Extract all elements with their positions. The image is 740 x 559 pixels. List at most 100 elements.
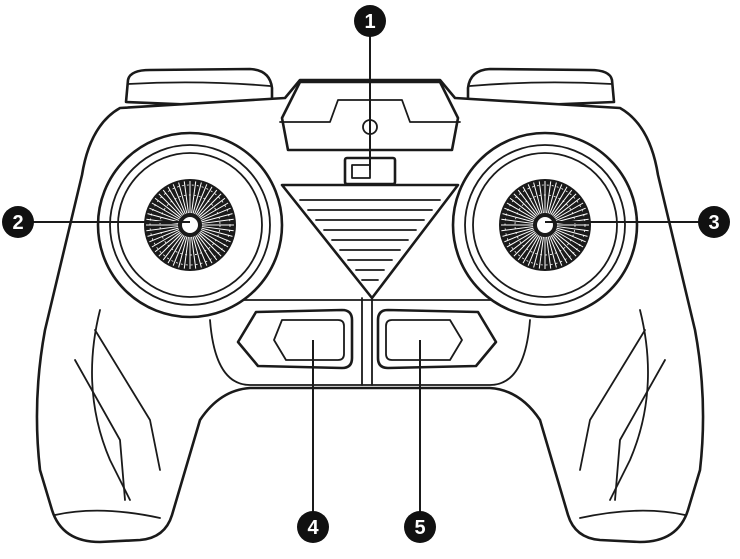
right-joystick-ridge: [502, 213, 534, 223]
left-joystick-ridge: [158, 193, 182, 217]
right-joystick-ridge: [554, 231, 581, 253]
left-joystick-ridge: [178, 236, 188, 268]
right-joystick-ridge: [546, 181, 552, 214]
right-joystick-ridge: [538, 181, 544, 214]
left-joystick-ridge: [200, 229, 231, 243]
right-joystick-ridge: [556, 213, 588, 223]
left-joystick-ridge: [199, 197, 226, 219]
left-joystick-ridge: [192, 236, 202, 268]
right-joystick-ridge: [555, 230, 584, 248]
left-joystick-ridge: [191, 236, 197, 269]
right-joystick-ridge: [513, 233, 537, 257]
left-joystick-ridge: [201, 218, 234, 224]
right-joystick-ridge: [527, 184, 541, 215]
right-joystick-ridge: [555, 202, 584, 220]
callout-1: 1: [354, 5, 386, 37]
right-joystick: [451, 131, 639, 319]
right-lower-button: [376, 308, 498, 370]
right-joystick-ridge: [522, 235, 540, 264]
left-joystick-ridge: [147, 213, 179, 223]
left-joystick-ridge: [199, 231, 226, 253]
left-joystick-ridge: [196, 234, 218, 261]
left-joystick-ridge: [178, 182, 188, 214]
center-v-trim: [280, 183, 460, 386]
left-joystick-ridge: [194, 235, 208, 266]
left-joystick-ridge: [158, 233, 182, 257]
right-joystick-ridge: [533, 236, 543, 268]
left-joystick-ridge: [201, 226, 234, 232]
left-joystick-ridge: [200, 202, 229, 220]
right-joystick-ridge: [549, 184, 563, 215]
right-joystick-ridge: [550, 186, 568, 215]
left-joystick-ridge: [172, 184, 186, 215]
right-joystick-ridge: [550, 235, 568, 264]
left-joystick-ridge: [162, 189, 184, 216]
right-joystick-ridge: [551, 234, 573, 261]
left-joystick-ridge: [154, 197, 181, 219]
left-joystick-ridge: [196, 189, 218, 216]
left-joystick-ridge: [151, 202, 180, 220]
left-joystick-ridge: [183, 181, 189, 214]
right-joystick-ridge: [527, 235, 541, 266]
right-shoulder-bumper: [466, 67, 616, 110]
callout-3-label: 3: [708, 212, 719, 234]
right-joystick-ridge: [501, 226, 534, 232]
callout-3: 3: [698, 206, 730, 238]
callout-2-label: 2: [12, 212, 23, 234]
right-joystick-ridge: [556, 226, 589, 232]
left-joystick-ridge: [151, 230, 180, 248]
right-joystick-ridge: [555, 229, 586, 243]
callout-4: 4: [297, 511, 329, 543]
callout-2: 2: [2, 206, 34, 238]
left-joystick-ridge: [154, 231, 181, 253]
right-joystick-ridge: [509, 231, 536, 253]
right-joystick-ridge: [509, 197, 536, 219]
right-joystick-ridge: [555, 207, 586, 221]
right-joystick-ridge: [522, 186, 540, 215]
right-joystick-ridge: [513, 193, 537, 217]
left-joystick-ridge: [191, 181, 197, 214]
callout-5-label: 5: [414, 517, 425, 539]
left-joystick-ridge: [194, 184, 208, 215]
left-joystick-ridge: [201, 227, 233, 237]
right-joystick-ridge: [504, 207, 535, 221]
left-joystick-ridge: [198, 233, 222, 257]
left-joystick-ridge: [198, 193, 222, 217]
callout-5: 5: [404, 511, 436, 543]
left-joystick-ridge: [147, 227, 179, 237]
left-joystick-ridge: [167, 186, 185, 215]
right-joystick-ridge: [506, 230, 535, 248]
right-joystick-ridge: [506, 202, 535, 220]
left-joystick-ridge: [172, 235, 186, 266]
left-joystick: [96, 131, 284, 319]
callout-1-label: 1: [364, 11, 375, 33]
right-joystick-ridge: [504, 229, 535, 243]
left-joystick-ridge: [201, 213, 233, 223]
right-joystick-ridge: [517, 234, 539, 261]
left-lower-button: [236, 308, 354, 370]
callout-4-label: 4: [307, 517, 319, 539]
left-shoulder-bumper: [124, 67, 274, 110]
right-joystick-ridge: [538, 236, 544, 269]
left-joystick-ridge: [192, 182, 202, 214]
left-joystick-ridge: [183, 236, 189, 269]
right-joystick-ridge: [553, 233, 577, 257]
right-joystick-ridge: [553, 193, 577, 217]
right-joystick-ridge: [502, 227, 534, 237]
left-joystick-ridge: [146, 226, 179, 232]
right-joystick-ridge: [551, 189, 573, 216]
left-joystick-ridge: [195, 186, 213, 215]
left-joystick-ridge: [200, 230, 229, 248]
left-joystick-ridge: [195, 235, 213, 264]
right-joystick-ridge: [547, 236, 557, 268]
right-joystick-ridge: [556, 227, 588, 237]
left-joystick-ridge: [162, 234, 184, 261]
right-joystick-ridge: [517, 189, 539, 216]
right-joystick-ridge: [546, 236, 552, 269]
left-joystick-ridge: [200, 207, 231, 221]
right-joystick-ridge: [547, 182, 557, 214]
right-joystick-ridge: [533, 182, 543, 214]
left-joystick-ridge: [149, 229, 180, 243]
